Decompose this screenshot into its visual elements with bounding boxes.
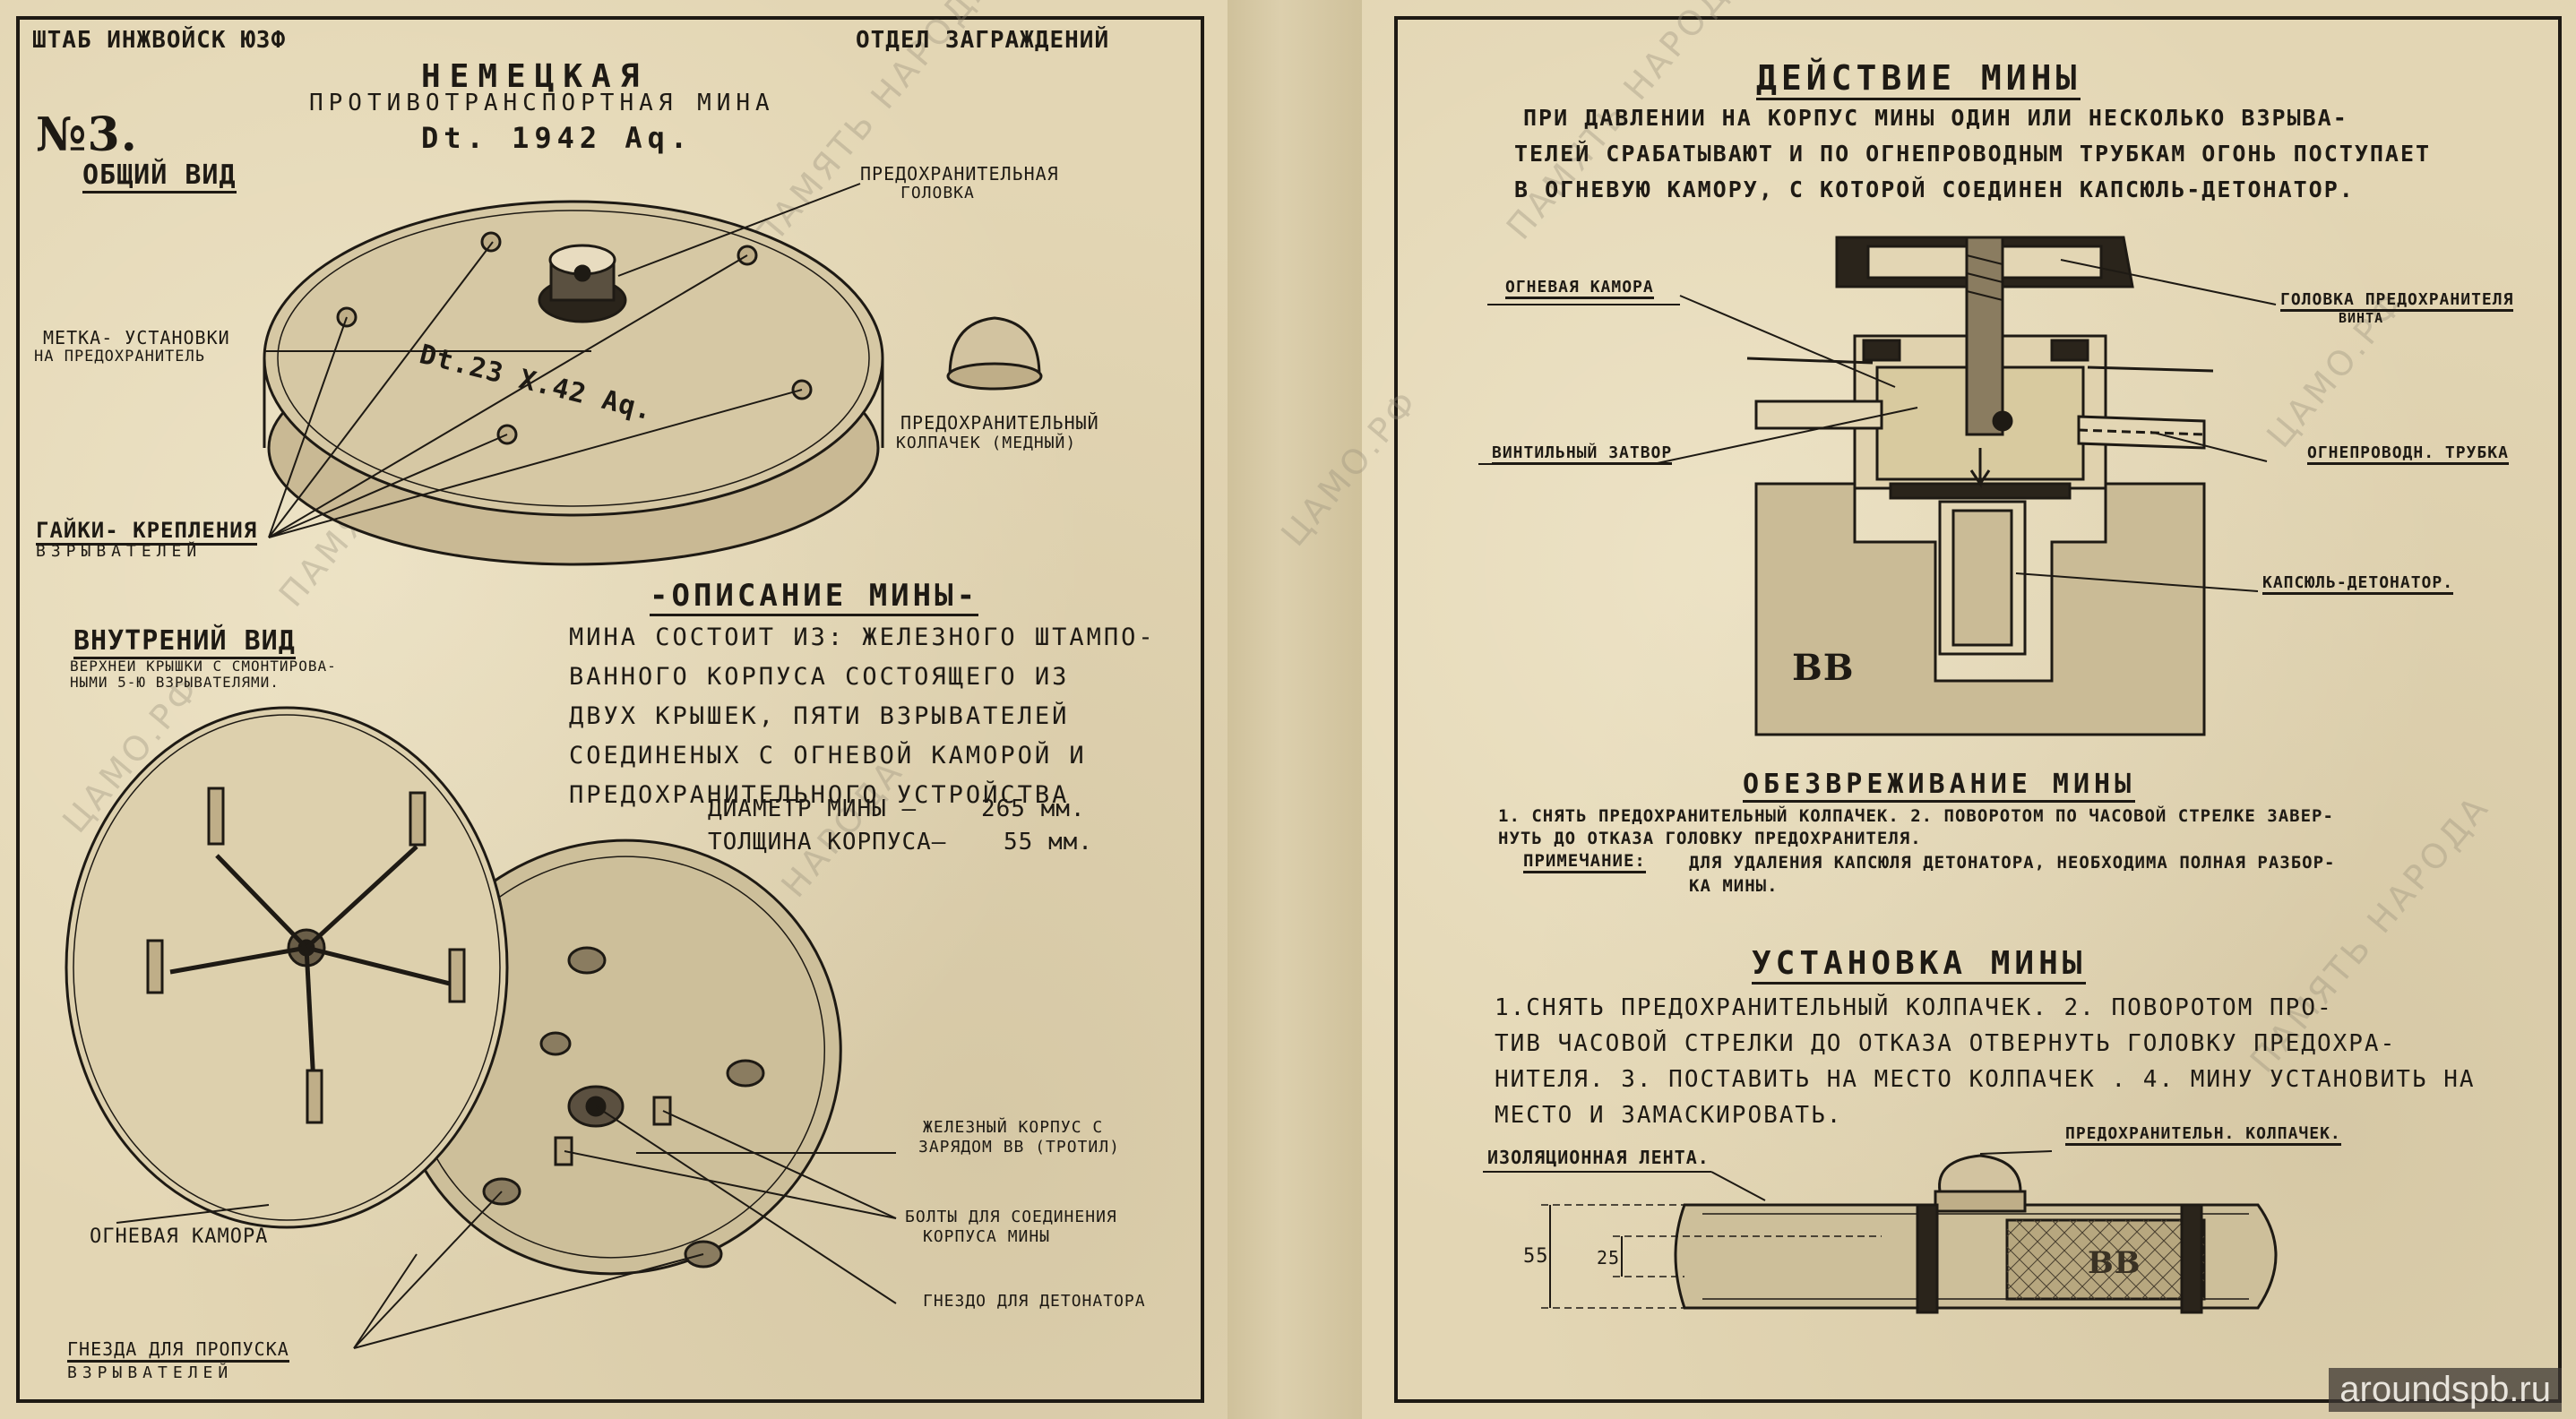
safety-screw <box>1965 236 2004 436</box>
description-line: ПРЕДОХРАНИТЕЛЬНОГО УСТРОЙСТВА <box>569 781 1070 809</box>
header-right: ОТДЕЛ ЗАГРАЖДЕНИЙ <box>856 27 1110 54</box>
install-line: 1.СНЯТЬ ПРЕДОХРАНИТЕЛЬНЫЙ КОЛПАЧЕК. 2. П… <box>1495 994 2333 1021</box>
label-screw-head-2: ВИНТА <box>2339 310 2384 326</box>
sheet-number: №3. <box>36 108 138 162</box>
internal-view-heading: ВНУТРЕНИЙ ВИД <box>73 625 296 659</box>
label-safety-cap-right: ПРЕДОХРАНИТЕЛЬН. КОЛПАЧЕК. <box>2065 1124 2341 1146</box>
description-line: МИНА СОСТОИТ ИЗ: ЖЕЛЕЗНОГО ШТАМПО- <box>569 624 1156 651</box>
action-line: В ОГНЕВУЮ КАМОРУ, С КОТОРОЙ СОЕДИНЕН КАП… <box>1514 176 2355 202</box>
description-paragraph: МИНА СОСТОИТ ИЗ: ЖЕЛЕЗНОГО ШТАМПО- ВАННО… <box>569 618 1156 815</box>
explosive-label: ВВ <box>1792 647 1855 689</box>
internal-view-sub: ВЕРХНЕЙ КРЫШКИ С СМОНТИРОВА- <box>70 658 337 675</box>
note-label: ПРИМЕЧАНИЕ: <box>1523 851 1646 873</box>
nut <box>480 231 502 253</box>
label-screw-lock: ВИНТИЛЬНЫЙ ЗАТВОР <box>1492 443 1673 465</box>
action-heading: ДЕЙСТВИЕ МИНЫ <box>1756 58 2081 100</box>
disarm-heading: ОБЕЗВРЕЖИВАНИЕ МИНЫ <box>1743 769 2136 803</box>
diameter-value: 265 мм. <box>981 796 1086 822</box>
label-screw-head: ГОЛОВКА ПРЕДОХРАНИТЕЛЯ <box>2280 290 2514 312</box>
mine-body-section <box>1754 482 2206 736</box>
install-line: МЕСТО И ЗАМАСКИРОВАТЬ. <box>1495 1102 1843 1129</box>
title-line3: Dt. 1942 Aq. <box>421 121 694 155</box>
disarm-line: 1. СНЯТЬ ПРЕДОХРАНИТЕЛЬНЫЙ КОЛПАЧЕК. 2. … <box>1498 806 2334 826</box>
note-line: ДЛЯ УДАЛЕНИЯ КАПСЮЛЯ ДЕТОНАТОРА, НЕОБХОД… <box>1689 853 2336 873</box>
page-gutter <box>1228 0 1362 1419</box>
action-line: ТЕЛЕЙ СРАБАТЫВАЮТ И ПО ОГНЕПРОВОДНЫМ ТРУ… <box>1514 141 2432 167</box>
install-paragraph: 1.СНЯТЬ ПРЕДОХРАНИТЕЛЬНЫЙ КОЛПАЧЕК. 2. П… <box>1495 990 2476 1133</box>
label-fire-chamber: ОГНЕВАЯ КАМОРА <box>90 1226 269 1248</box>
site-credit: aroundspb.ru <box>2329 1368 2562 1412</box>
thickness-label: ТОЛЩИНА КОРПУСА— <box>708 829 947 856</box>
label-nuts-2: ВЗРЫВАТЕЛЕЙ <box>36 542 202 561</box>
label-iron-body: ЖЕЛЕЗНЫЙ КОРПУС С <box>923 1118 1104 1137</box>
label-insulating-tape: ИЗОЛЯЦИОННАЯ ЛЕНТА. <box>1487 1147 1710 1168</box>
label-iron-body-2: ЗАРЯДОМ ВВ (ТРОТИЛ) <box>918 1138 1120 1157</box>
label-capsule-detonator: КАПСЮЛЬ-ДЕТОНАТОР. <box>2262 573 2454 595</box>
description-line: ДВУХ КРЫШЕК, ПЯТИ ВЗРЫВАТЕЛЕЙ <box>569 702 1070 730</box>
label-fuse-tube: ОГНЕПРОВОДН. ТРУБКА <box>2307 443 2509 465</box>
general-view-heading: ОБЩИЙ ВИД <box>82 159 237 194</box>
mine-cover-disc <box>65 706 509 1229</box>
label-fire-chamber-right: ОГНЕВАЯ КАМОРА <box>1505 278 1654 299</box>
internal-view-sub-2: НЫМИ 5-Ю ВЗРЫВАТЕЛЯМИ. <box>70 674 280 691</box>
label-safety-head: ПРЕДОХРАНИТЕЛЬНАЯ <box>860 163 1059 185</box>
disarm-line-2: НУТЬ ДО ОТКАЗА ГОЛОВКУ ПРЕДОХРАНИТЕЛЯ. <box>1498 829 1922 848</box>
label-mark-2: НА ПРЕДОХРАНИТЕЛЬ <box>34 348 205 366</box>
label-fuse-sockets-2: ВЗРЫВАТЕЛЕЙ <box>67 1363 234 1382</box>
description-line: СОЕДИНЕНЫХ С ОГНЕВОЙ КАМОРОЙ И <box>569 742 1087 770</box>
left-frame <box>16 16 1204 1403</box>
label-nuts: ГАЙКИ- КРЕПЛЕНИЯ <box>36 518 258 546</box>
install-line: ТИВ ЧАСОВОЙ СТРЕЛКИ ДО ОТКАЗА ОТВЕРНУТЬ … <box>1495 1030 2397 1057</box>
header-left: ШТАБ ИНЖВОЙСК ЮЗФ <box>32 27 287 54</box>
right-frame <box>1394 16 2562 1403</box>
label-safety-cap-2: КОЛПАЧЕК (МЕДНЫЙ) <box>896 434 1077 452</box>
label-safety-head-2: ГОЛОВКА <box>900 184 975 202</box>
label-fuse-sockets: ГНЕЗДА ДЛЯ ПРОПУСКА <box>67 1338 289 1363</box>
explosive-label-small: ВВ <box>2088 1245 2141 1281</box>
note-line-2: КА МИНЫ. <box>1689 876 1779 896</box>
label-detonator-socket: ГНЕЗДО ДЛЯ ДЕТОНАТОРА <box>923 1292 1146 1311</box>
action-line: ПРИ ДАВЛЕНИИ НА КОРПУС МИНЫ ОДИН ИЛИ НЕС… <box>1523 105 2348 131</box>
safety-cap-drawing <box>948 316 1041 378</box>
label-bolts-2: КОРПУСА МИНЫ <box>923 1227 1051 1246</box>
title-line2: ПРОТИВОТРАНСПОРТНАЯ МИНА <box>309 90 775 116</box>
description-heading: -ОПИСАНИЕ МИНЫ- <box>650 578 979 616</box>
title-line1: НЕМЕЦКАЯ <box>421 58 649 95</box>
label-mark: МЕТКА- УСТАНОВКИ <box>43 327 230 348</box>
action-paragraph: ПРИ ДАВЛЕНИИ НА КОРПУС МИНЫ ОДИН ИЛИ НЕС… <box>1514 100 2431 208</box>
thickness-value: 55 мм. <box>1004 829 1093 856</box>
install-heading: УСТАНОВКА МИНЫ <box>1752 945 2087 985</box>
description-line: ВАННОГО КОРПУСА СОСТОЯЩЕГО ИЗ <box>569 663 1070 691</box>
diameter-label: ДИАМЕТР МИНЫ — <box>708 796 918 822</box>
label-bolts: БОЛТЫ ДЛЯ СОЕДИНЕНИЯ <box>905 1208 1117 1226</box>
dimension-55: 55 <box>1523 1245 1549 1268</box>
install-line: НИТЕЛЯ. 3. ПОСТАВИТЬ НА МЕСТО КОЛПАЧЕК .… <box>1495 1066 2476 1093</box>
dimension-25: 25 <box>1597 1247 1621 1268</box>
label-safety-cap: ПРЕДОХРАНИТЕЛЬНЫЙ <box>900 412 1099 434</box>
